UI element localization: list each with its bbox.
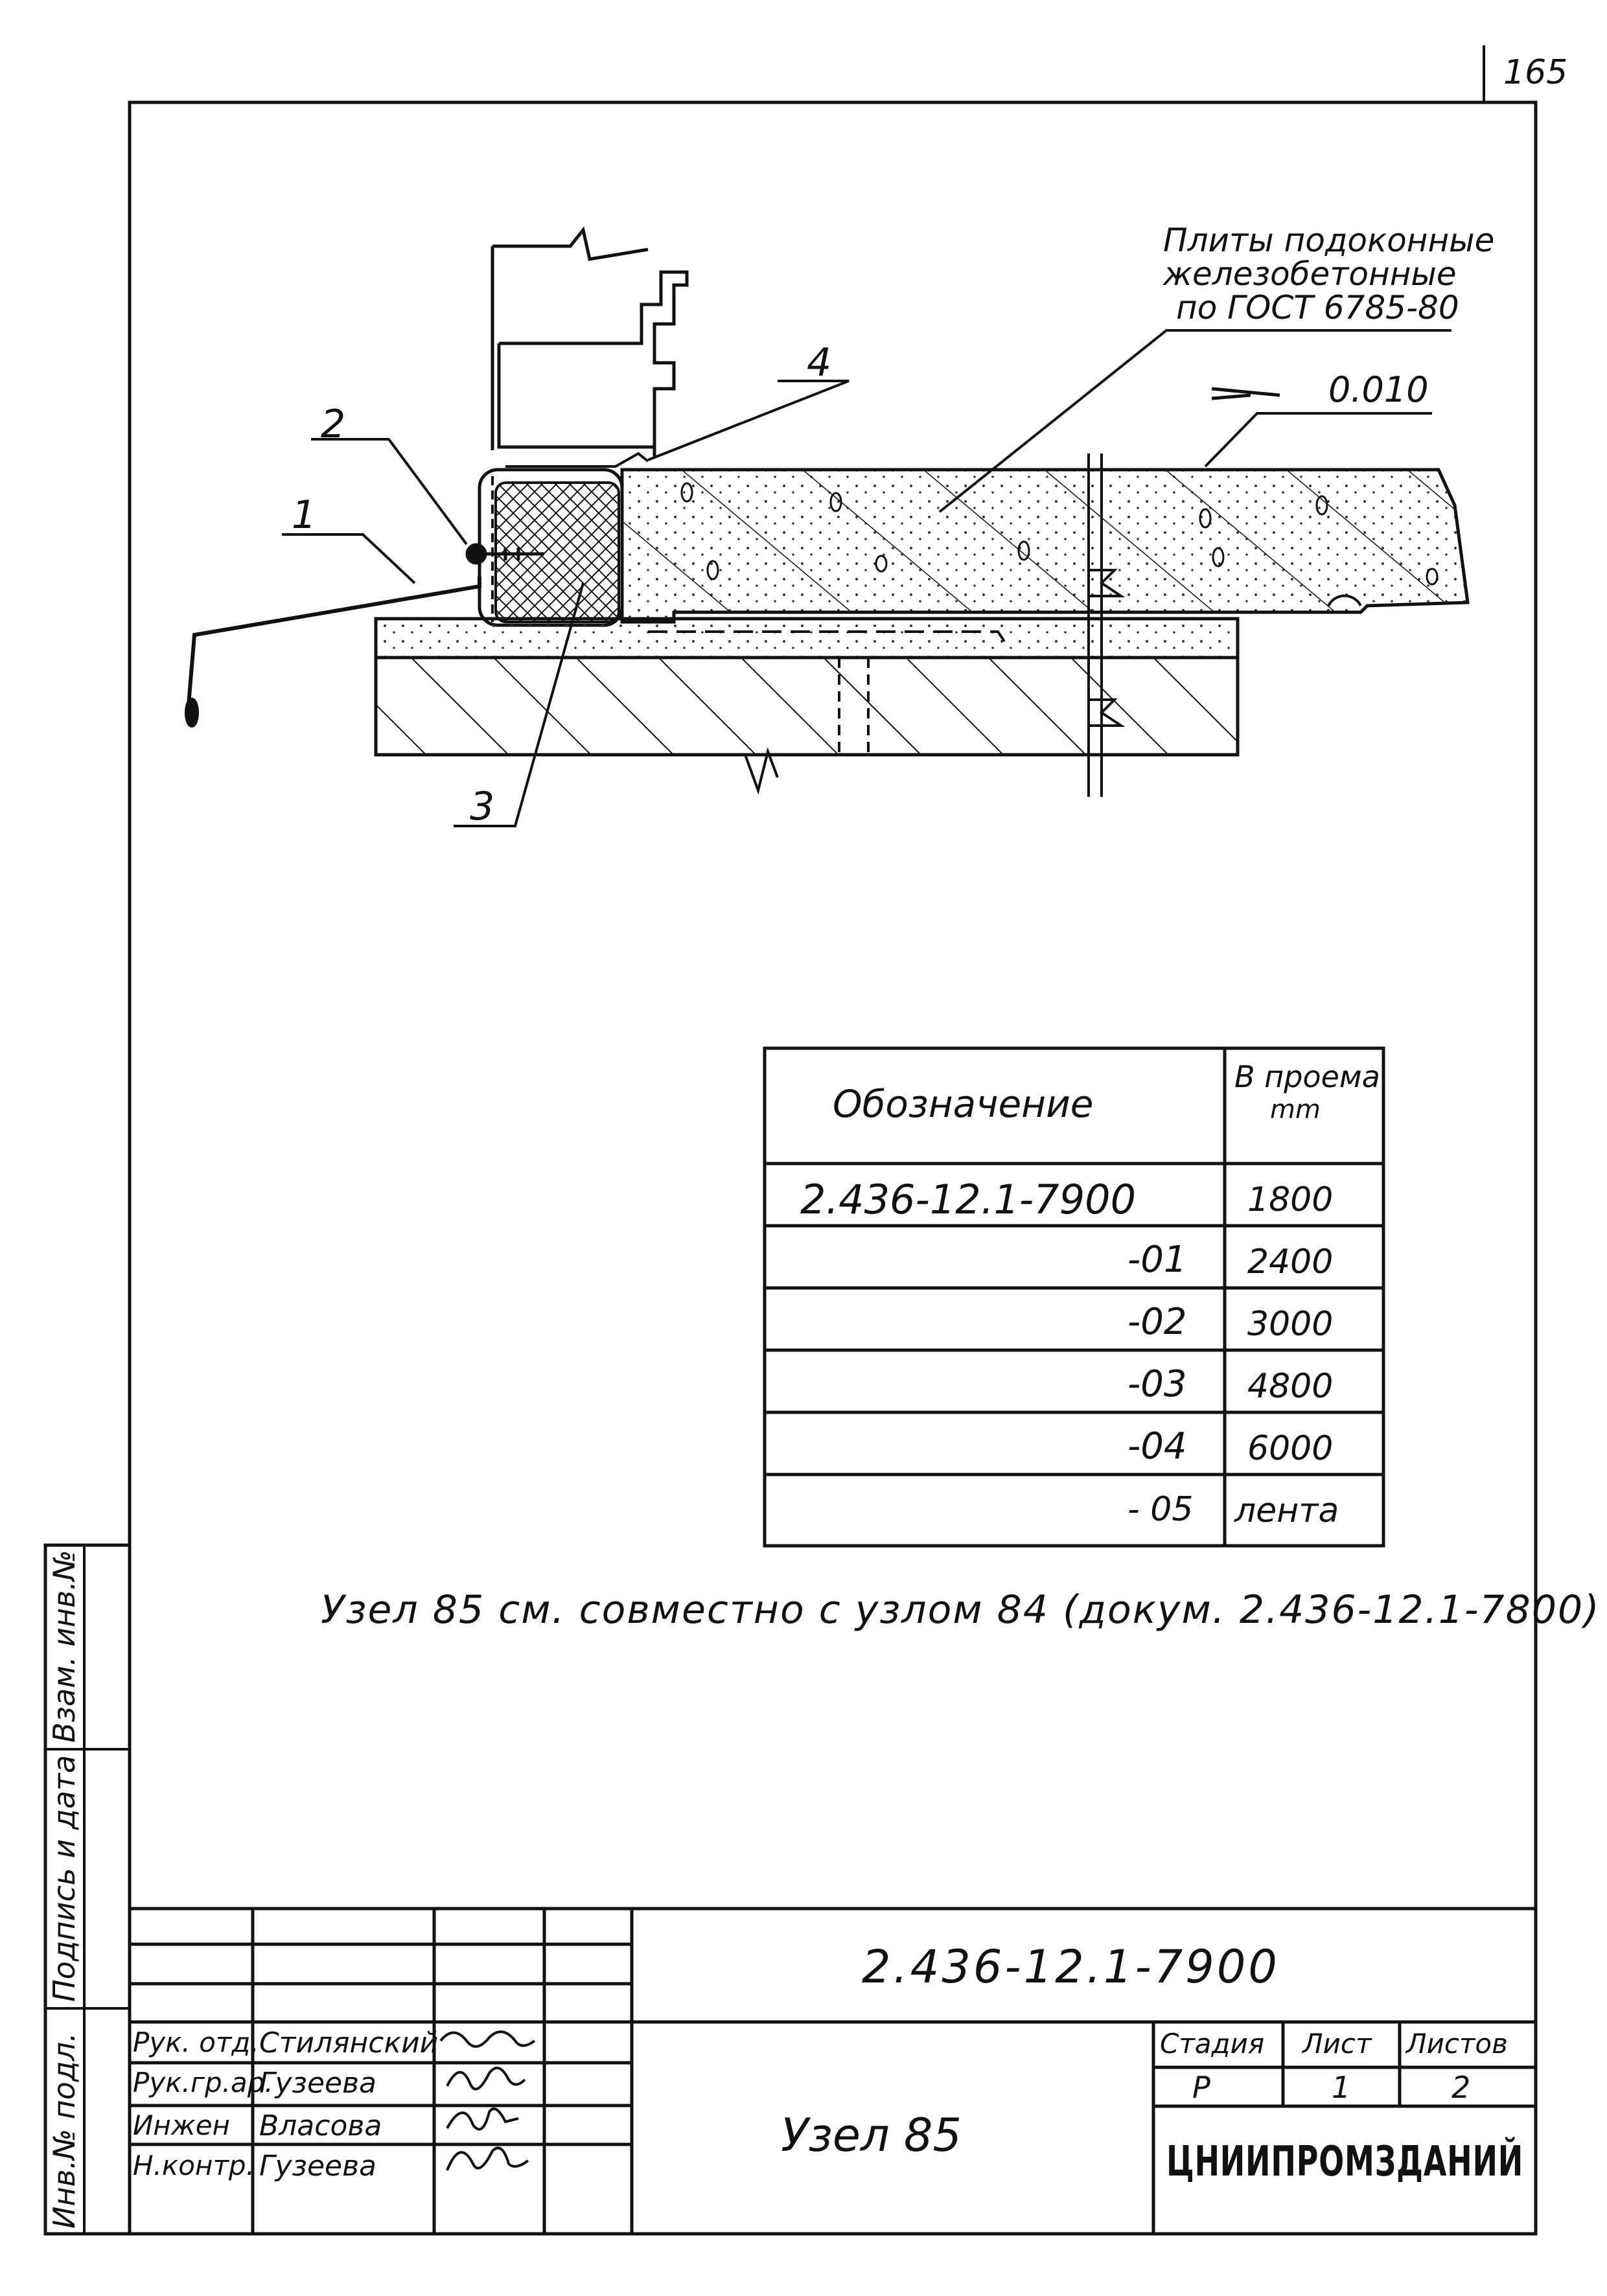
spec-row-3-designation: -02	[1127, 1301, 1187, 1343]
name-norm-control: Гузеева	[259, 2150, 376, 2183]
role-head-dept: Рук. отд.	[133, 2026, 259, 2058]
spec-row-1-value: 1800	[1247, 1180, 1334, 1219]
stage-value: Р	[1192, 2070, 1210, 2105]
plate-callout: Плиты подоконные железобетонные по ГОСТ …	[1163, 224, 1526, 325]
stamp-signature-date: Подпись и дата	[47, 1754, 82, 2002]
spec-row-6-designation: - 05	[1127, 1490, 1194, 1529]
name-group-lead: Гузеева	[259, 2067, 376, 2100]
role-norm-control: Н.контр.	[133, 2150, 255, 2181]
spec-row-2-value: 2400	[1247, 1243, 1334, 1281]
screw	[465, 543, 544, 565]
stage-label: Стадия	[1160, 2028, 1265, 2060]
spec-row-5-designation: -04	[1127, 1425, 1187, 1467]
drip-flashing	[185, 577, 481, 728]
signatures	[439, 2030, 536, 2171]
mortar-bed	[374, 617, 1240, 660]
leader-label-3: 3	[470, 784, 495, 829]
role-group-lead: Рук.гр.ар.	[133, 2067, 273, 2098]
spec-row-6-value: лента	[1234, 1491, 1339, 1530]
window-frame-profile	[491, 226, 689, 457]
frame	[43, 45, 1538, 2236]
slope-label: 0.010	[1328, 369, 1429, 410]
stamp-replacement-inv: Взам. инв.№	[47, 1550, 82, 1743]
spec-row-1-designation: 2.436-12.1-7900	[800, 1176, 1137, 1223]
name-engineer: Власова	[259, 2109, 382, 2142]
spec-header-designation: Обозначение	[833, 1082, 1094, 1126]
sheet-value: 1	[1332, 2070, 1351, 2105]
spec-header-opening: В проема	[1234, 1059, 1380, 1094]
leader-label-4: 4	[807, 340, 832, 385]
wall-masonry	[374, 453, 1240, 797]
plate-callout-line-2: железобетонные	[1163, 255, 1457, 293]
sill-plate	[620, 468, 1470, 624]
spec-header-unit: mm	[1270, 1095, 1321, 1125]
title-name: Узел 85	[781, 2109, 962, 2162]
leader-label-1: 1	[292, 492, 317, 538]
sheets-label: Листов	[1406, 2028, 1508, 2060]
name-head-dept: Стилянский	[259, 2026, 439, 2060]
spec-row-5-value: 6000	[1247, 1429, 1334, 1468]
title-block-grid	[130, 1907, 1536, 2234]
spec-row-3-value: 3000	[1247, 1305, 1334, 1344]
organization: ЦНИИПРОМЗДАНИЙ	[1166, 2138, 1524, 2186]
spec-row-4-designation: -03	[1127, 1363, 1187, 1405]
plate-callout-line-1: Плиты подоконные	[1163, 222, 1495, 259]
sheet-label: Лист	[1302, 2028, 1372, 2060]
leader-lines	[282, 329, 1451, 827]
plate-callout-line-3: по ГОСТ 6785-80	[1176, 289, 1459, 327]
drawing-note: Узел 85 см. совместно с узлом 84 (докум.…	[321, 1587, 1601, 1633]
sheets-value: 2	[1451, 2070, 1471, 2105]
stamp-original-inv: Инв.№ подл.	[47, 2032, 82, 2229]
spec-row-4-value: 4800	[1247, 1367, 1334, 1406]
title-code: 2.436-12.1-7900	[862, 1940, 1280, 1993]
role-engineer: Инжен	[133, 2109, 231, 2141]
leader-label-2: 2	[321, 402, 346, 447]
spec-row-2-designation: -01	[1127, 1239, 1187, 1281]
spec-table-grid	[763, 1046, 1385, 1548]
sheet-number: 165	[1503, 53, 1568, 92]
